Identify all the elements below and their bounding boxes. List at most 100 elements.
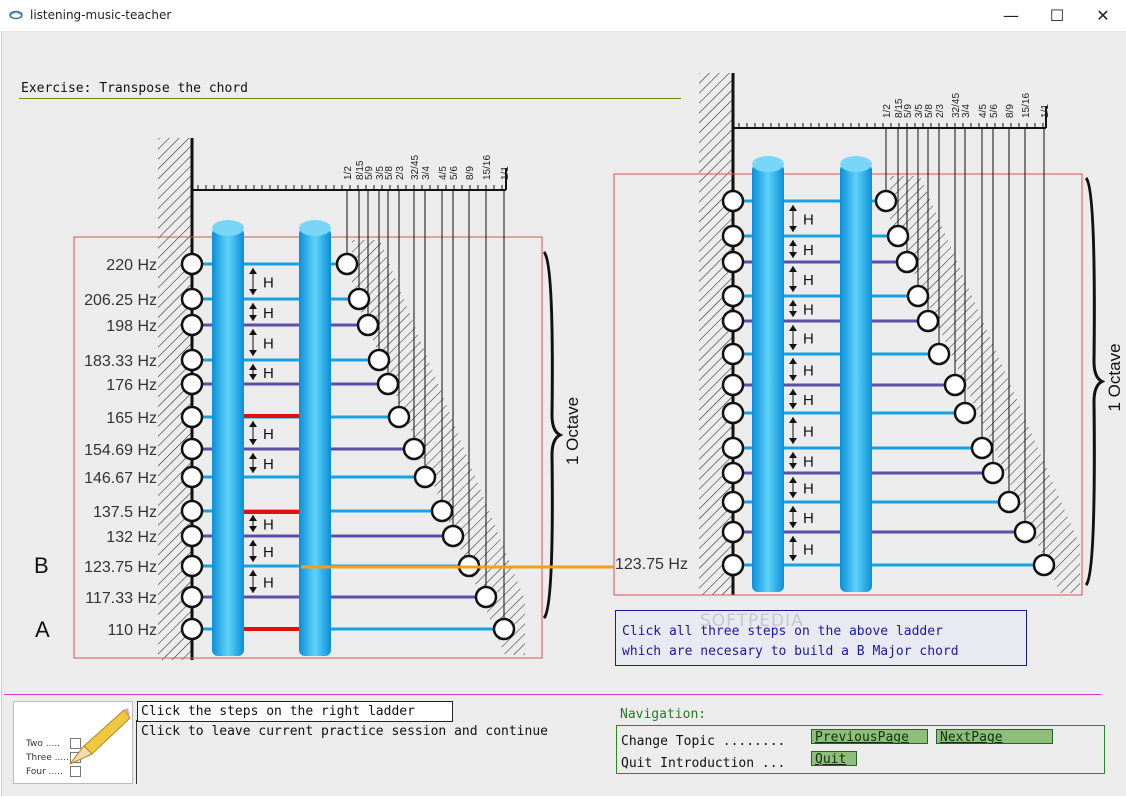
ratio-circle [413,465,437,489]
step-circle [180,617,204,641]
frequency-label: 132 Hz [106,529,157,546]
next-page-button[interactable]: NextPage [936,729,1053,745]
ratio-circle [895,250,919,274]
arrow-head [249,570,257,576]
step-circle [180,252,204,276]
interval-label: H [263,275,274,292]
ratio-circle [356,313,380,337]
octave-brace [1084,176,1106,587]
ratio-circle [441,524,465,548]
arrow-head [249,540,257,546]
frequency-label: 206.25 Hz [84,292,157,309]
exercise-title-underline [19,98,681,99]
ratio-label: 3/4 [421,166,432,180]
marker-b: B [34,553,49,578]
arrow-head [249,350,257,356]
ratio-label: 1/2 [882,104,893,118]
step-circle [180,524,204,548]
arrow-head [789,252,797,258]
interval-label: H [803,481,814,498]
interval-label: H [803,510,814,527]
ratio-circle [492,617,516,641]
ratio-circle [376,372,400,396]
tube-top [752,156,784,172]
frequency-label: 117.33 Hz [85,590,157,607]
step-circle [180,554,204,578]
interval-label: H [803,424,814,441]
arrow-head [249,439,257,445]
frequency-label: 123.75 Hz [84,559,157,576]
frequency-label: 154.69 Hz [84,442,157,459]
leave-session-link[interactable]: Click to leave current practice session … [141,724,548,739]
step-circle [180,372,204,396]
ratio-label: 5/6 [449,166,460,180]
interval-label: H [803,331,814,348]
ratio-label: 2/3 [935,104,946,118]
quit-button[interactable]: Quit [811,751,857,767]
step-circle [721,189,745,213]
arrow-head [789,226,797,232]
octave-label: 1 Octave [563,397,582,465]
frequency-tube-2 [840,164,872,592]
step-circle [180,348,204,372]
ratio-label: 1/1 [500,166,511,180]
thumb-checkbox-four [70,766,81,777]
title-bar: listening-music-teacher — ☐ ✕ [0,0,1126,32]
arrow-head [249,364,257,370]
ratio-circle [474,585,498,609]
arrow-head [789,536,797,542]
instruction-box: Click all three steps on the above ladde… [615,610,1027,666]
interval-label: H [263,575,274,592]
tube-top [212,220,244,236]
frequency-label: 146.67 Hz [84,470,157,487]
arrow-head [789,205,797,211]
ratio-circle [927,342,951,366]
ratio-label: 4/5 [978,104,989,118]
tube-top [299,220,331,236]
ratio-label: 32/45 [410,155,421,180]
frequency-tube-2 [299,228,331,656]
step-circle [721,373,745,397]
arrow-head [789,358,797,364]
ratio-circle [916,309,940,333]
arrow-head [789,463,797,469]
interval-label: H [263,305,274,322]
arrow-head [249,515,257,521]
ratio-circle [387,405,411,429]
bottom-separator [4,694,1101,695]
arrow-head [789,492,797,498]
ratio-circle [430,499,454,523]
frequency-label: 183.33 Hz [84,353,157,370]
minimize-button[interactable]: — [1003,6,1019,25]
status-message: Click the steps on the right ladder [141,704,415,719]
instruction-line-1: Click all three steps on the above ladde… [622,624,943,639]
interval-label: H [803,542,814,559]
ratio-circle [981,461,1005,485]
arrow-head [249,303,257,309]
ratio-label: 15/16 [482,155,493,180]
arrow-head [249,526,257,532]
interval-label: H [803,302,814,319]
interval-label: H [263,336,274,353]
step-circle [721,284,745,308]
close-button[interactable]: ✕ [1096,6,1110,25]
arrow-head [789,438,797,444]
ratio-label: 8/15 [355,160,366,180]
maximize-button[interactable]: ☐ [1049,6,1065,25]
ratio-circle [943,373,967,397]
interval-label: H [803,242,814,259]
interval-label: H [803,363,814,380]
frequency-label: 220 Hz [106,257,157,274]
step-circle [721,250,745,274]
ratio-label: 1/1 [1040,104,1051,118]
interval-label: H [263,544,274,561]
arrow-head [789,300,797,306]
previous-page-button[interactable]: PreviousPage [811,729,928,745]
step-circle [721,342,745,366]
octave-label: 1 Octave [1105,343,1124,411]
arrow-head [249,587,257,593]
ratio-label: 1/2 [343,166,354,180]
step-circle [180,465,204,489]
ratio-circle [335,252,359,276]
